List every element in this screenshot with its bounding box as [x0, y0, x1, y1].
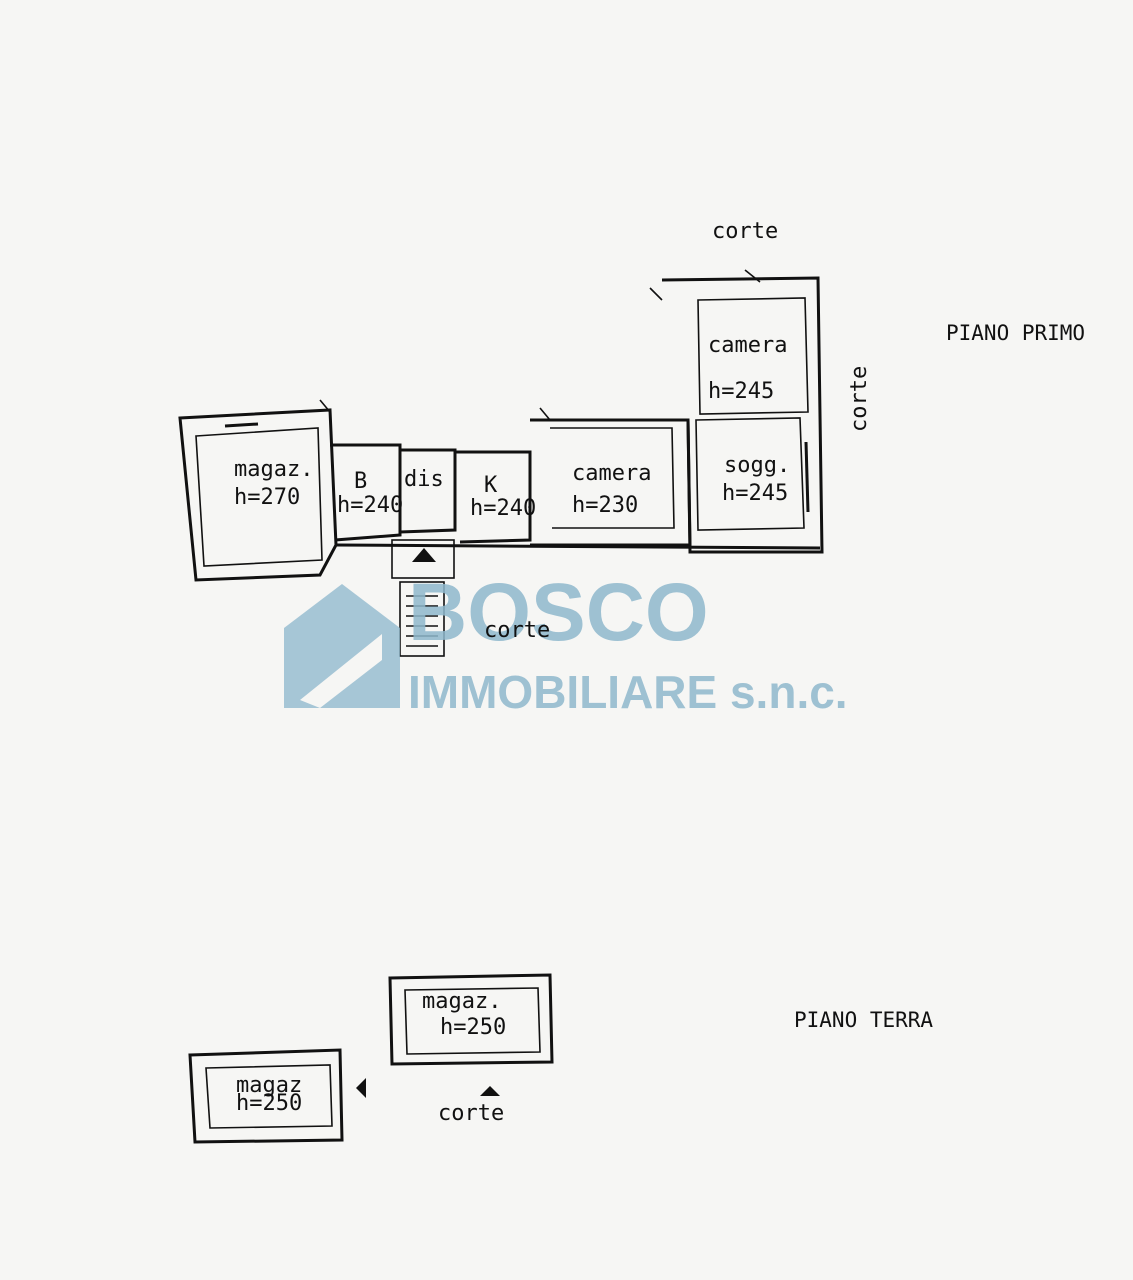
room-height: h=230: [572, 493, 638, 518]
room-name: camera: [708, 333, 787, 358]
watermark-subtitle: IMMOBILIARE s.n.c.: [408, 666, 848, 718]
wall-disimpegno: [399, 448, 457, 534]
ground-floor-plan: [188, 973, 554, 1144]
room-name: sogg.: [724, 453, 790, 478]
room-height: h=245: [708, 379, 774, 404]
stairs: [391, 539, 455, 657]
room-height: h=240: [470, 496, 536, 521]
room-height: h=245: [722, 481, 788, 506]
watermark: BOSCO IMMOBILIARE s.n.c.: [284, 567, 848, 718]
floor-title-first: PIANO PRIMO: [946, 321, 1085, 345]
room-name: dis: [404, 467, 444, 492]
room-height: h=250: [236, 1091, 302, 1116]
watermark-brand: BOSCO: [408, 567, 709, 658]
room-name: K: [484, 473, 498, 498]
entrance-arrow-icon: [480, 1086, 500, 1096]
floor-title-ground: PIANO TERRA: [794, 1008, 933, 1032]
wall-magazzino-first: [178, 408, 338, 582]
room-name: camera: [572, 461, 651, 486]
wall-kitchen: [455, 450, 532, 544]
wall-bagno: [330, 443, 402, 542]
wall-magazzino-ground-left: [188, 1048, 344, 1144]
room-name: magaz.: [422, 989, 501, 1014]
room-name: magaz: [236, 1073, 302, 1098]
courtyard-label: corte: [712, 219, 778, 244]
room-height: h=240: [337, 493, 403, 518]
courtyard-label: corte: [484, 618, 550, 643]
courtyard-label: corte: [847, 366, 872, 432]
brand-logo-icon: [284, 584, 400, 708]
wall-right-wing: [661, 276, 824, 554]
room-height: h=250: [440, 1015, 506, 1040]
first-floor-plan: [178, 269, 824, 657]
room-name: B: [354, 469, 367, 494]
room-height: h=270: [234, 485, 300, 510]
courtyard-label: corte: [438, 1101, 504, 1126]
entrance-arrow-icon: [412, 548, 436, 562]
wall-magazzino-ground-right: [388, 973, 554, 1066]
entrance-arrow-icon: [356, 1078, 366, 1098]
room-name: magaz.: [234, 457, 313, 482]
